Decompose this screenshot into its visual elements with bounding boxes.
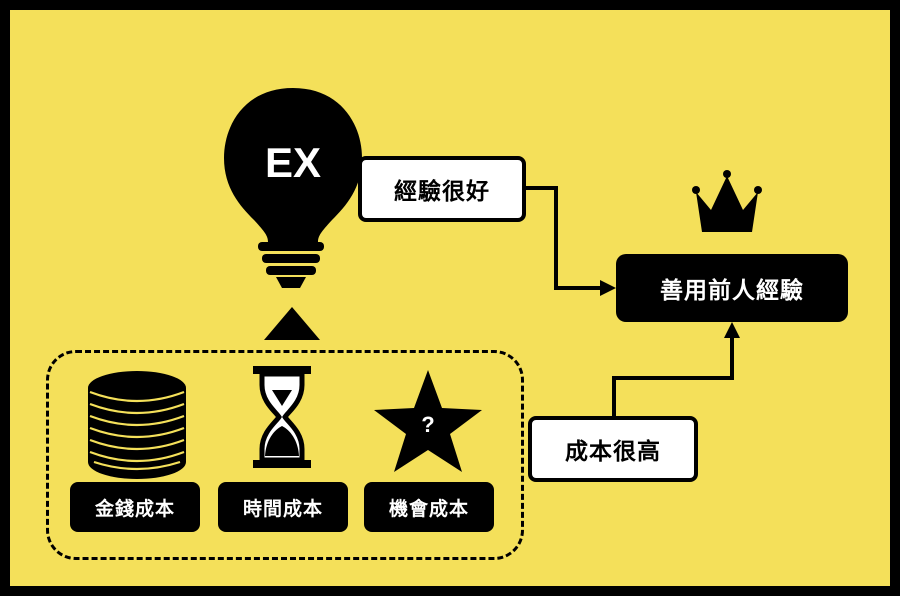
lightbulb-icon <box>224 88 362 288</box>
cost-label-opportunity: 機會成本 <box>364 482 494 532</box>
diagram-art: EX ? <box>88 88 762 479</box>
star-symbol: ? <box>421 412 434 437</box>
cost-label-money: 金錢成本 <box>70 482 200 532</box>
node-experience-good: 經驗很好 <box>358 156 526 222</box>
connector-experience <box>526 186 600 290</box>
connector-cost <box>612 336 734 418</box>
bulb-text: EX <box>265 139 321 186</box>
hourglass-icon <box>253 366 311 468</box>
up-triangle-icon <box>264 307 320 340</box>
cost-label-time: 時間成本 <box>218 482 348 532</box>
node-cost-high: 成本很高 <box>528 416 698 482</box>
coin-stack-icon <box>88 371 186 479</box>
crown-icon <box>692 170 762 232</box>
arrow-head-up <box>724 322 740 338</box>
diagram-canvas: EX ? <box>10 10 890 586</box>
arrow-head-right <box>600 280 616 296</box>
star-icon <box>374 370 482 472</box>
node-use-predecessor: 善用前人經驗 <box>616 254 848 322</box>
cost-group-box <box>46 350 524 560</box>
